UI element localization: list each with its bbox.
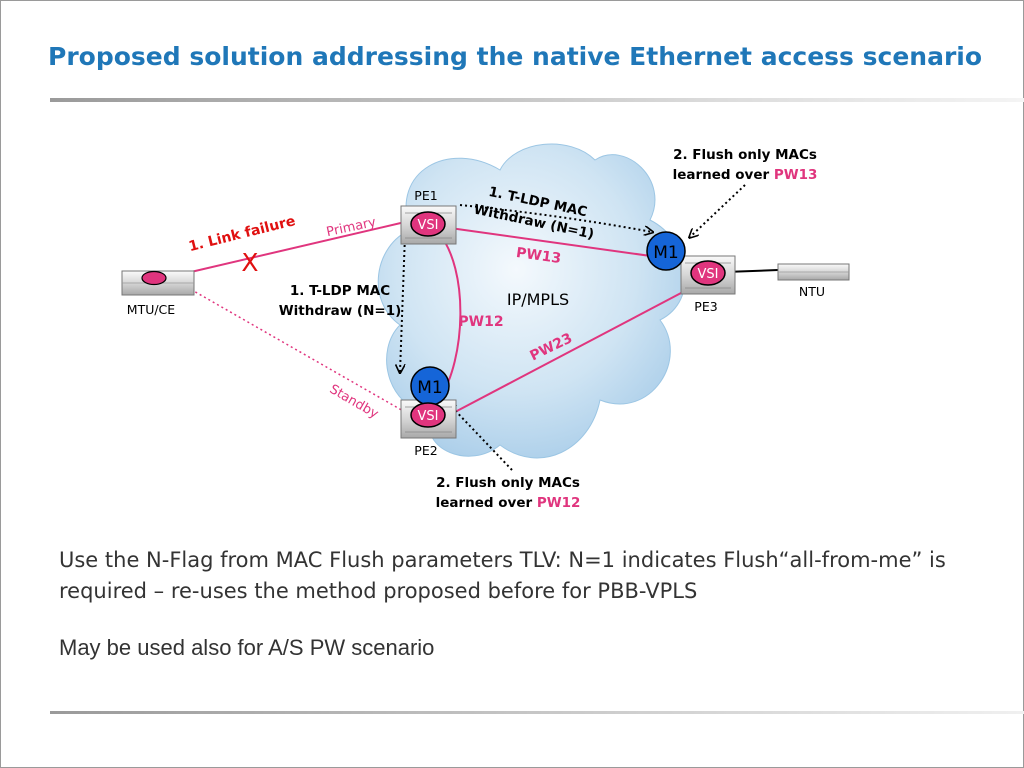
- primary-link: [177, 221, 406, 276]
- label-pe1: PE1: [414, 188, 437, 203]
- pw23-link: [454, 282, 701, 413]
- label-pe2: PE2: [414, 443, 437, 458]
- withdraw-pe1-pe3-arrow: [459, 204, 652, 232]
- pe2-vsi-label: VSI: [418, 409, 439, 424]
- flush-pe2-line1: 2. Flush only MACs: [436, 475, 580, 491]
- ntu-device: [777, 263, 850, 281]
- flush-pe3-line2: learned over PW13: [673, 167, 818, 183]
- flush-pe2-prefix: learned over: [436, 495, 537, 511]
- footer-divider: [50, 711, 1024, 714]
- pw-links: [177, 221, 779, 413]
- pe2-m1-label: M1: [417, 378, 442, 398]
- body-paragraph-1: Use the N-Flag from MAC Flush parameters…: [59, 548, 946, 603]
- flush-pe3-line1: 2. Flush only MACs: [673, 147, 817, 163]
- flush-pe3-arrow: [690, 184, 746, 237]
- pe1-vsi-label: VSI: [418, 218, 439, 233]
- flush-pe3-prefix: learned over: [673, 167, 774, 183]
- body-paragraph-2: May be used also for A/S PW scenario: [59, 635, 435, 660]
- flush-pe3-pw: PW13: [774, 167, 818, 183]
- pe3-vsi: [690, 260, 726, 286]
- mtu-ce-device: [121, 270, 195, 296]
- slide-title: Proposed solution addressing the native …: [48, 42, 983, 71]
- pe3-m1-label: M1: [653, 243, 678, 263]
- withdraw-left-line2: Withdraw (N=1): [279, 303, 402, 319]
- cloud-label: IP/MPLS: [507, 290, 569, 309]
- label-pe3: PE3: [694, 299, 717, 314]
- flush-pe2-pw: PW12: [537, 495, 581, 511]
- signaling-arrows: [400, 184, 746, 471]
- failure-x-mark: X: [241, 248, 258, 277]
- pe3-m1: [646, 231, 686, 271]
- pw13-link: [449, 227, 666, 259]
- pw12-label: PW12: [458, 314, 503, 330]
- pe3-vsi-label: VSI: [698, 267, 719, 282]
- label-ntu: NTU: [799, 284, 825, 299]
- standby-link: [177, 281, 406, 413]
- label-mtu-ce: MTU/CE: [127, 302, 176, 317]
- withdraw-left-line1: 1. T-LDP MAC: [290, 283, 390, 299]
- pe2-vsi: [410, 402, 446, 428]
- mtu-port: [141, 270, 167, 286]
- standby-label: Standby: [327, 382, 381, 422]
- pw13-label: PW13: [515, 245, 562, 267]
- flush-pe2-arrow: [448, 403, 513, 471]
- title-divider: [50, 98, 1024, 102]
- pe1-vsi: [410, 211, 446, 237]
- flush-pe2-line2: learned over PW12: [436, 495, 581, 511]
- primary-label: Primary: [325, 215, 378, 240]
